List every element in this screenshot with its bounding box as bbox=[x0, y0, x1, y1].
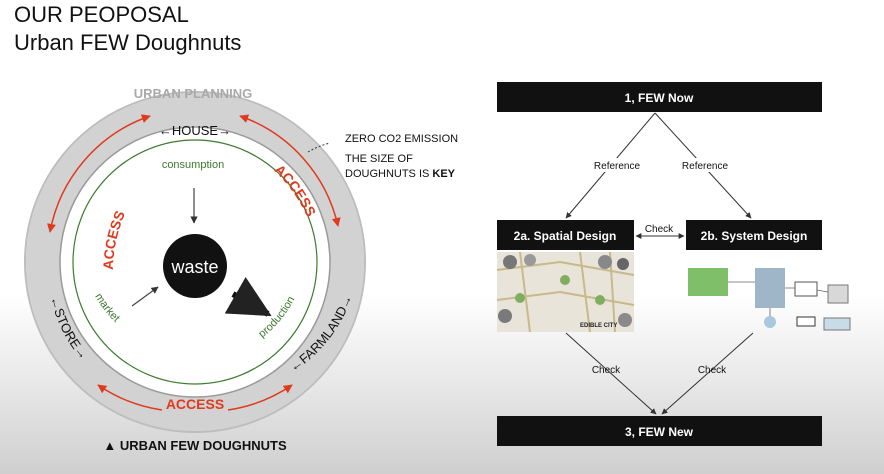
note-line2: THE SIZE OF bbox=[345, 153, 413, 165]
flow-diagram: 1, FEW Now Reference Reference 2a. Spati… bbox=[496, 82, 851, 446]
map-green-1 bbox=[515, 293, 525, 303]
check-mid-label: Check bbox=[645, 224, 674, 235]
green-ring bbox=[72, 139, 318, 385]
map-photo-5 bbox=[498, 309, 512, 323]
map-photo-3 bbox=[598, 255, 612, 269]
access-ring bbox=[26, 93, 364, 431]
access-arc-right bbox=[239, 114, 341, 227]
map-roads bbox=[496, 251, 635, 333]
map-green-2 bbox=[560, 275, 570, 285]
access-arc-bottom-left bbox=[97, 384, 163, 411]
ref-right-label: Reference bbox=[682, 161, 729, 172]
box-system-design-label: 2b. System Design bbox=[701, 229, 808, 243]
arrow-check-left bbox=[565, 332, 657, 415]
note-connector bbox=[307, 142, 331, 153]
consumption-label: consumption bbox=[162, 159, 224, 171]
system-diagram-image bbox=[688, 268, 851, 331]
urban-planning-label: URBAN PLANNING bbox=[134, 86, 252, 101]
page-title-line1: OUR PEOPOSAL bbox=[14, 2, 189, 27]
page-title-line2: Urban FEW Doughnuts bbox=[14, 30, 242, 55]
box-few-now-label: 1, FEW Now bbox=[625, 91, 694, 105]
ref-left-label: Reference bbox=[594, 161, 641, 172]
access-label-bottom: ACCESS bbox=[166, 396, 224, 412]
spatial-map-image: EDIBLE CITY bbox=[496, 251, 635, 333]
system-tank bbox=[827, 284, 849, 304]
box-spatial-design bbox=[497, 220, 634, 250]
ref-right-bg bbox=[678, 158, 730, 172]
system-pool bbox=[823, 317, 851, 331]
check-right-label: Check bbox=[698, 365, 727, 376]
system-water bbox=[764, 316, 776, 328]
map-photo-1 bbox=[503, 255, 517, 269]
note-line1: ZERO CO2 EMISSION bbox=[345, 133, 458, 145]
box-few-new bbox=[497, 416, 822, 446]
outer-ring bbox=[24, 91, 366, 433]
map-photo-4 bbox=[617, 258, 629, 270]
arrow-waste-production bbox=[224, 277, 272, 317]
ref-left-bg bbox=[590, 158, 642, 172]
system-building bbox=[755, 268, 785, 308]
arrow-check-right bbox=[661, 332, 754, 415]
system-farm bbox=[688, 268, 728, 296]
doughnut-diagram: URBAN PLANNING ←HOUSE→ ACCESS ACCESS ACC… bbox=[24, 86, 366, 453]
system-panel bbox=[794, 281, 818, 297]
map-green-3 bbox=[595, 295, 605, 305]
system-truck bbox=[796, 316, 816, 327]
check-left-label: Check bbox=[592, 365, 621, 376]
emission-note: ZERO CO2 EMISSION THE SIZE OF DOUGHNUTS … bbox=[307, 133, 458, 180]
doughnut-caption: ▲ URBAN FEW DOUGHNUTS bbox=[103, 438, 287, 453]
map-caption: EDIBLE CITY bbox=[580, 323, 617, 329]
waste-label: waste bbox=[170, 257, 218, 277]
box-system-design bbox=[686, 220, 822, 250]
box-spatial-design-label: 2a. Spatial Design bbox=[514, 229, 617, 243]
note-key: KEY bbox=[432, 168, 455, 180]
access-arc-left bbox=[47, 114, 151, 233]
box-few-now bbox=[497, 82, 822, 112]
access-arc-bottom-right bbox=[227, 384, 293, 411]
map-photo-2 bbox=[524, 254, 536, 266]
note-line3: DOUGHNUTS IS KEY bbox=[345, 168, 456, 180]
system-links bbox=[728, 281, 829, 316]
box-few-new-label: 3, FEW New bbox=[625, 425, 694, 439]
arrow-market-waste bbox=[131, 286, 159, 307]
note-line3-text: DOUGHNUTS IS bbox=[345, 168, 429, 180]
waste-circle bbox=[163, 234, 227, 298]
house-label: ←HOUSE→ bbox=[159, 123, 231, 138]
map-photo-6 bbox=[618, 313, 632, 327]
